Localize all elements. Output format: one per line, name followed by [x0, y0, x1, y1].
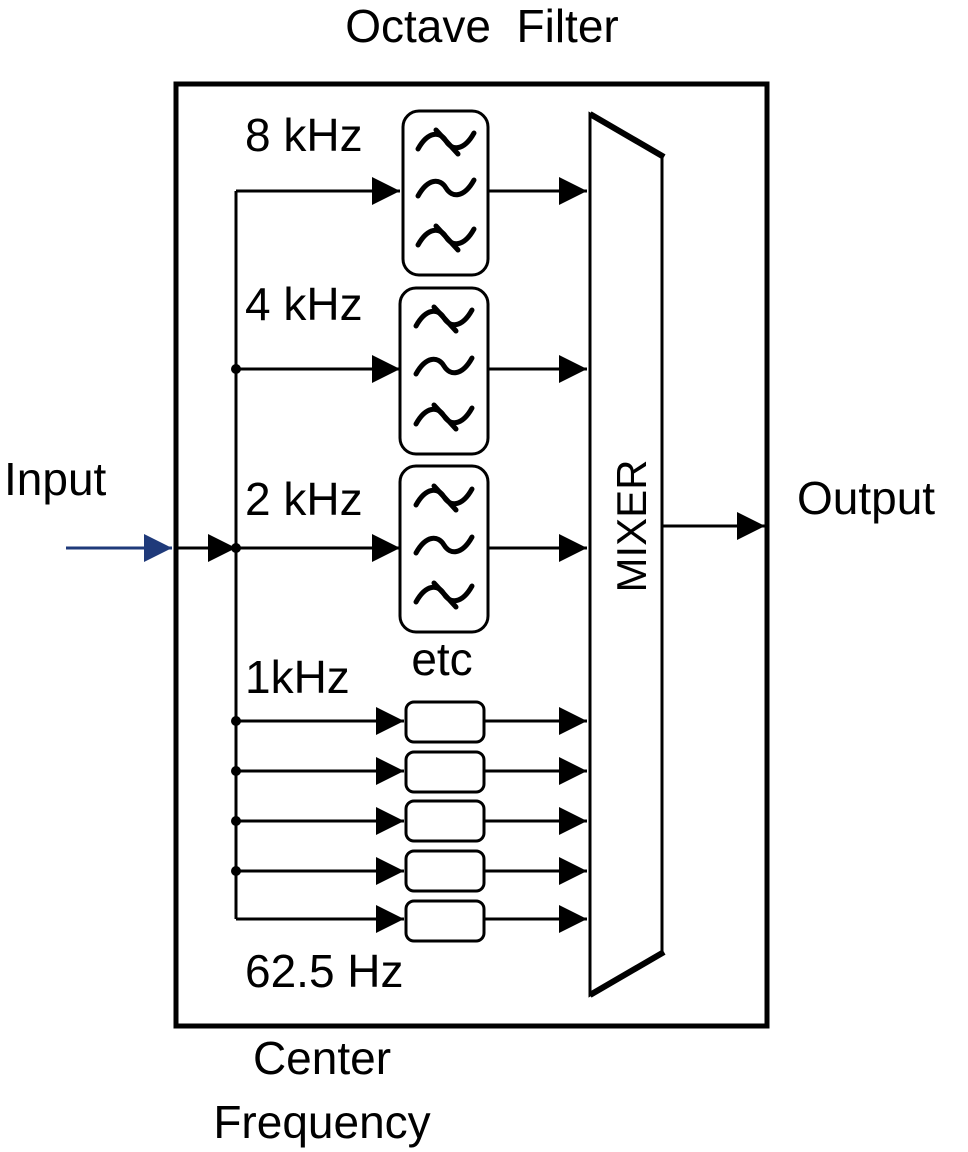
diagram-title: Octave Filter	[345, 0, 619, 52]
small-filter-box	[404, 700, 486, 744]
bandpass-symbol-icon	[413, 304, 475, 432]
etc-label: etc	[411, 633, 472, 685]
band-label-62hz: 62.5 Hz	[245, 945, 404, 997]
bandpass-symbol-icon	[415, 127, 477, 253]
output-label: Output	[797, 472, 935, 524]
mixer-top-edge	[588, 111, 666, 160]
small-filter-box	[404, 899, 486, 943]
center-label: Center	[253, 1032, 391, 1084]
lower-band-filters	[236, 700, 587, 943]
bandpass-symbol-icon	[413, 483, 475, 610]
band-label-1khz: 1kHz	[245, 651, 350, 703]
bandpass-filter-4khz	[398, 286, 490, 456]
small-filter-box	[404, 849, 486, 893]
filter-box	[173, 81, 770, 1029]
band-label-4khz: 4 kHz	[245, 278, 363, 330]
frequency-label: Frequency	[213, 1096, 430, 1148]
mixer-label: MIXER	[608, 459, 655, 592]
small-filter-box	[404, 799, 486, 843]
small-filter-box	[404, 750, 486, 794]
band-label-8khz: 8 kHz	[245, 109, 363, 161]
mixer-bottom-edge	[588, 949, 666, 998]
input-label: Input	[4, 453, 107, 505]
band-label-2khz: 2 kHz	[245, 473, 363, 525]
